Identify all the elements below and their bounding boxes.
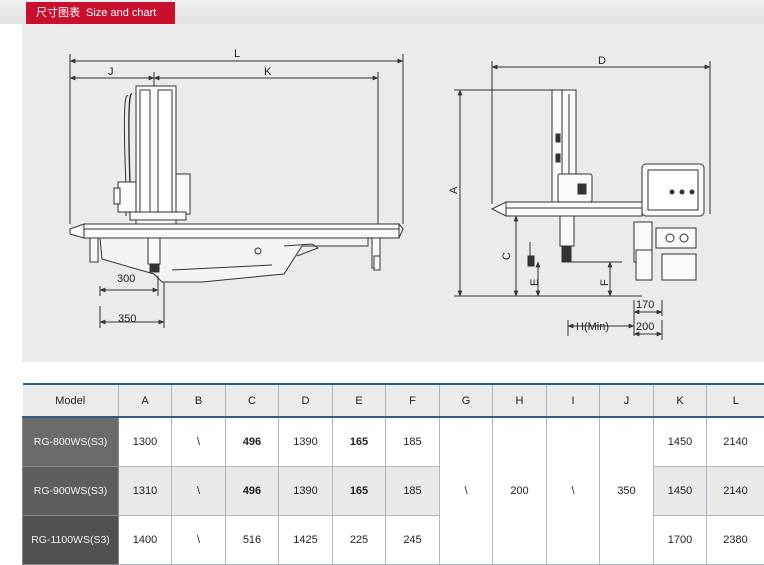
section-title-tag: 尺寸图表 Size and chart: [26, 2, 175, 24]
label-D: D: [598, 55, 606, 67]
table-row: RG-1100WS(S3) 1400 \ 516 1425 225 245 17…: [22, 515, 764, 565]
cell-l: 2140: [706, 466, 764, 516]
col-header-f: F: [385, 383, 440, 418]
side-view-drawing: [454, 61, 711, 340]
cell-k: 1450: [653, 416, 707, 467]
cell-a: 1300: [118, 416, 172, 467]
cell-e: 165: [332, 416, 386, 467]
cell-b: \: [171, 515, 226, 565]
table-header-row: Model A B C D E F G H I J K L: [22, 383, 764, 418]
col-header-g: G: [439, 383, 493, 418]
cell-j-shared: 350: [599, 416, 654, 565]
cell-a: 1310: [118, 466, 172, 516]
header-bar: 尺寸图表 Size and chart: [0, 0, 764, 24]
label-K: K: [264, 66, 272, 78]
label-350: 350: [118, 313, 136, 325]
cell-model: RG-800WS(S3): [22, 416, 119, 467]
label-J: J: [108, 66, 114, 78]
cell-c: 516: [225, 515, 279, 565]
cell-d: 1390: [278, 466, 333, 516]
cell-l: 2380: [706, 515, 764, 565]
col-header-a: A: [118, 383, 172, 418]
label-170: 170: [636, 299, 654, 311]
cell-c: 496: [225, 466, 279, 516]
front-view-drawing: [69, 54, 404, 328]
cell-g-shared: \: [439, 416, 493, 565]
label-L: L: [234, 48, 240, 60]
cell-a: 1400: [118, 515, 172, 565]
table-row: RG-900WS(S3) 1310 \ 496 1390 165 185 145…: [22, 466, 764, 516]
cell-h-shared: 200: [492, 416, 547, 565]
dimension-drawing: L J K 300 350 D A C E F 170 H(Min) 200: [69, 48, 711, 340]
label-C: C: [501, 252, 513, 260]
section-title-en: Size and chart: [86, 7, 157, 19]
cell-model: RG-1100WS(S3): [22, 515, 119, 565]
col-header-l: L: [706, 383, 764, 418]
label-A: A: [448, 186, 460, 194]
cell-k: 1700: [653, 515, 707, 565]
cell-f: 185: [385, 466, 440, 516]
cell-c: 496: [225, 416, 279, 467]
cell-d: 1425: [278, 515, 333, 565]
cell-e: 165: [332, 466, 386, 516]
col-header-h: H: [492, 383, 547, 418]
cell-f: 185: [385, 416, 440, 467]
label-300: 300: [117, 273, 135, 285]
section-title-cn: 尺寸图表: [36, 7, 80, 19]
col-header-i: I: [546, 383, 600, 418]
cell-f: 245: [385, 515, 440, 565]
col-header-c: C: [225, 383, 279, 418]
label-E: E: [529, 279, 541, 286]
cell-l: 2140: [706, 416, 764, 467]
cell-d: 1390: [278, 416, 333, 467]
col-header-d: D: [278, 383, 333, 418]
label-H-min: H(Min): [576, 321, 609, 333]
col-header-j: J: [599, 383, 654, 418]
cell-model: RG-900WS(S3): [22, 466, 119, 516]
cell-e: 225: [332, 515, 386, 565]
cell-b: \: [171, 466, 226, 516]
label-200: 200: [636, 321, 654, 333]
table-row: RG-800WS(S3) 1300 \ 496 1390 165 185 \ 2…: [22, 416, 764, 565]
spec-table: Model A B C D E F G H I J K L RG-800WS(S…: [22, 383, 764, 565]
cell-b: \: [171, 416, 226, 467]
col-header-k: K: [653, 383, 707, 418]
spec-table-wrap: Model A B C D E F G H I J K L RG-800WS(S…: [22, 383, 764, 565]
cell-k: 1450: [653, 466, 707, 516]
cell-i-shared: \: [546, 416, 600, 565]
col-header-model: Model: [22, 383, 119, 418]
dimension-drawing-panel: L J K 300 350 D A C E F 170 H(Min) 200: [22, 24, 764, 362]
col-header-b: B: [171, 383, 226, 418]
label-F: F: [599, 279, 611, 286]
col-header-e: E: [332, 383, 386, 418]
